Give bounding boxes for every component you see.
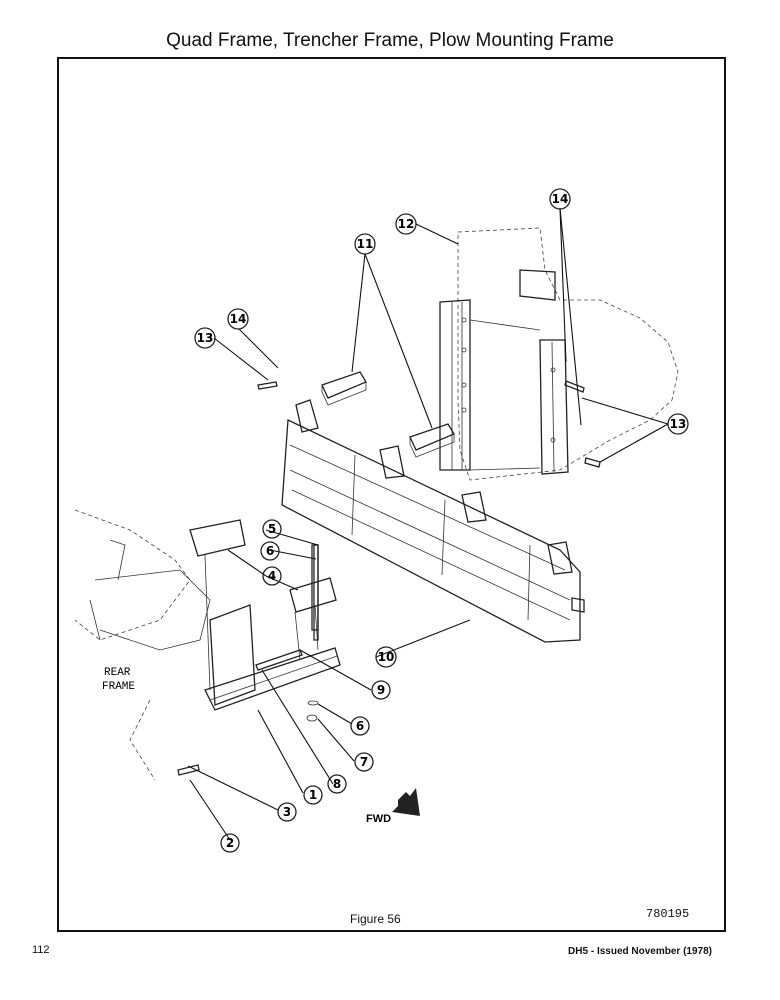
callout-9: 9 [371,680,391,700]
callout-8: 8 [327,774,347,794]
page-number: 112 [32,944,50,956]
rear-frame-drawing [74,509,211,781]
svg-text:14: 14 [552,192,569,206]
callout-11: 11 [354,233,376,255]
drawing-number: 780195 [646,907,690,921]
rear-frame-label-line1: REAR [104,667,131,679]
link-plates-drawing [321,371,455,458]
callout-10: 10 [375,646,397,668]
callout-3: 3 [277,802,297,822]
figure-caption: Figure 56 [350,912,401,926]
fwd-label: FWD [366,813,391,825]
fwd-arrow [392,788,420,816]
figure-frame [57,57,726,932]
callout-5: 5 [262,519,282,539]
svg-text:8: 8 [333,777,341,791]
svg-text:13: 13 [670,417,687,431]
svg-text:5: 5 [268,522,276,536]
hardware-drawing [177,380,601,776]
svg-text:9: 9 [377,683,385,697]
svg-text:3: 3 [283,805,291,819]
callout-4: 4 [262,566,282,586]
callout-14-left: 14 [227,308,249,330]
callout-12: 12 [395,213,417,235]
leader-lines [187,207,669,841]
svg-text:4: 4 [268,569,276,583]
trencher-frame-drawing [281,399,585,643]
svg-text:13: 13 [197,331,214,345]
page-title: Quad Frame, Trencher Frame, Plow Mountin… [166,30,614,51]
svg-text:1: 1 [309,788,317,802]
svg-text:10: 10 [378,650,395,664]
svg-text:14: 14 [230,312,247,326]
svg-text:7: 7 [360,755,368,769]
svg-text:12: 12 [398,217,415,231]
plow-mounting-frame-drawing [439,227,679,481]
svg-text:11: 11 [357,237,374,251]
svg-text:2: 2 [226,836,234,850]
rear-frame-label-line2: FRAME [102,681,135,693]
callout-13-left: 13 [194,327,216,349]
callout-7: 7 [354,752,374,772]
callout-1: 1 [303,785,323,805]
callout-2: 2 [220,833,240,853]
svg-text:6: 6 [266,544,274,558]
callout-6-upper: 6 [260,541,280,561]
callout-6-lower: 6 [350,716,370,736]
svg-text:6: 6 [356,719,364,733]
callout-14-upper: 14 [549,188,571,210]
callout-13-right: 13 [667,413,689,435]
issue-note: DH5 - Issued November (1978) [568,946,712,957]
